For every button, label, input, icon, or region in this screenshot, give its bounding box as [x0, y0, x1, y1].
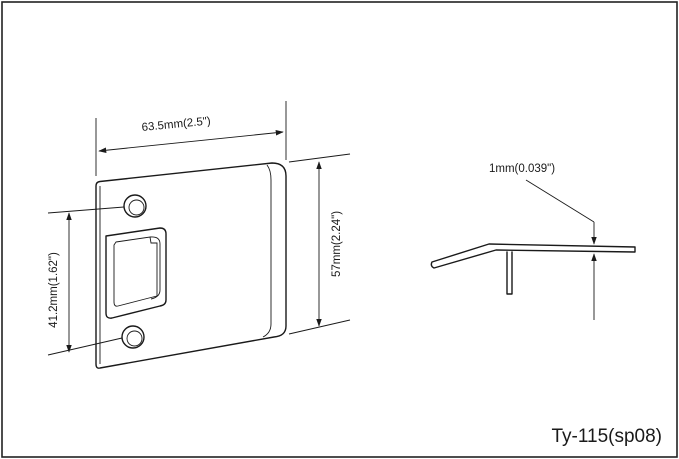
side-profile-tab [506, 251, 513, 295]
model-number: Ty-115(sp08) [551, 426, 662, 447]
hole-spacing-label: 41.2mm(1.62") [48, 252, 60, 328]
plate-bend-line [262, 164, 272, 338]
height-dimension: 57mm(2.24") [288, 153, 351, 335]
thickness-label: 1mm(0.039") [489, 163, 555, 175]
side-profile-plate [430, 243, 636, 269]
strike-plate-front-view [95, 162, 287, 369]
bottom-screw-hole [121, 325, 145, 349]
hole-spacing-dimension: 41.2mm(1.62") [47, 206, 125, 356]
strike-plate-side-view [430, 243, 636, 295]
thickness-leader [525, 179, 595, 223]
top-screw-hole [123, 194, 147, 218]
latch-cutout [105, 227, 167, 319]
thickness-dimension: 1mm(0.039") [489, 163, 597, 320]
plate-outline [95, 162, 287, 369]
width-label: 63.5mm(2.5") [141, 115, 211, 134]
height-label: 57mm(2.24") [331, 211, 343, 277]
